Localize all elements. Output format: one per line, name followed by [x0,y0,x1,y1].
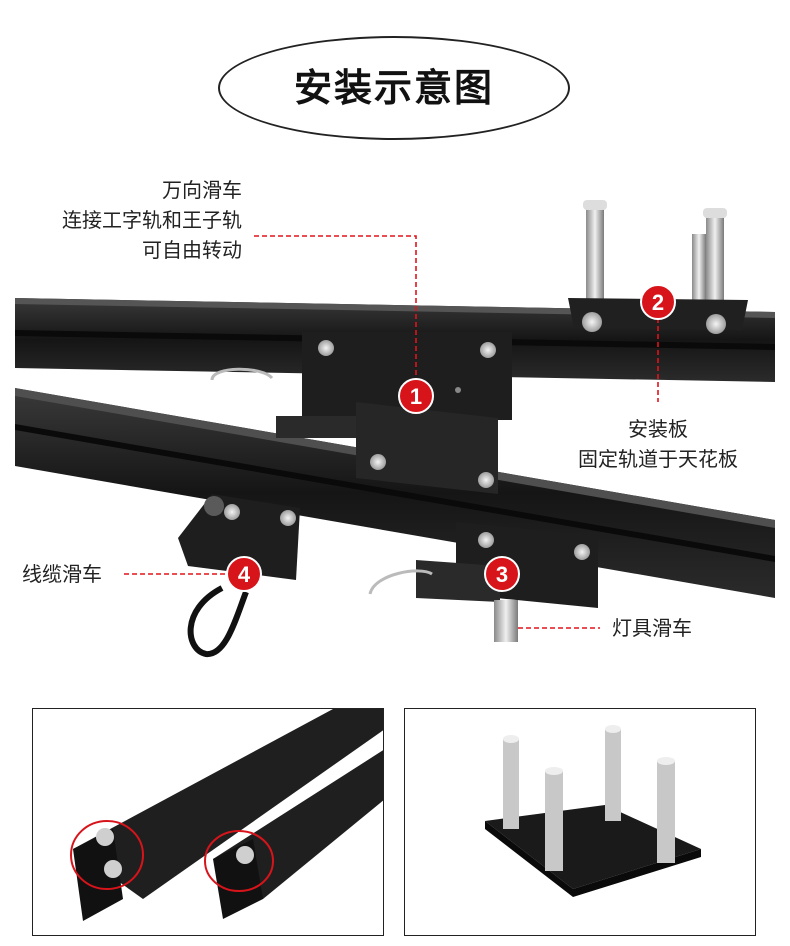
marker-2: 2 [640,284,676,320]
rails-closeup-panel [32,708,384,936]
callout-1-line-2: 连接工字轨和王子轨 [62,208,242,232]
callout-2-line-2: 固定轨道于天花板 [578,447,738,471]
title-oval [218,36,570,140]
light-trolley [368,522,598,642]
universal-trolley [210,332,512,494]
callout-3-line-1: 灯具滑车 [612,616,692,640]
rail-system-illustration: 1 2 3 4 [15,200,775,657]
svg-text:4: 4 [238,562,251,587]
callout-universal-trolley: 万向滑车 连接工字轨和王子轨 可自由转动 [62,175,242,265]
callout-2-line-1: 安装板 [628,417,688,441]
cable-trolley [178,494,300,657]
callout-light-trolley: 灯具滑车 [612,613,692,643]
svg-text:3: 3 [496,562,508,587]
svg-text:2: 2 [652,290,664,315]
svg-text:1: 1 [410,384,422,409]
page-title: 安装示意图 [293,66,494,110]
marker-1: 1 [398,378,434,414]
callout-4-line-1: 线缆滑车 [22,562,102,586]
callout-1-line-3: 可自由转动 [142,238,242,262]
marker-3: 3 [484,556,520,592]
marker-4: 4 [226,556,262,592]
mounting-plate-closeup-panel [404,708,756,936]
rail-profile-image [70,709,383,921]
anchor-plate-image [485,725,701,897]
callout-mounting-plate: 安装板 固定轨道于天花板 [556,414,760,474]
leader-lines [124,235,659,629]
callout-1-line-1: 万向滑车 [162,178,242,202]
callout-cable-trolley: 线缆滑车 [22,559,102,589]
